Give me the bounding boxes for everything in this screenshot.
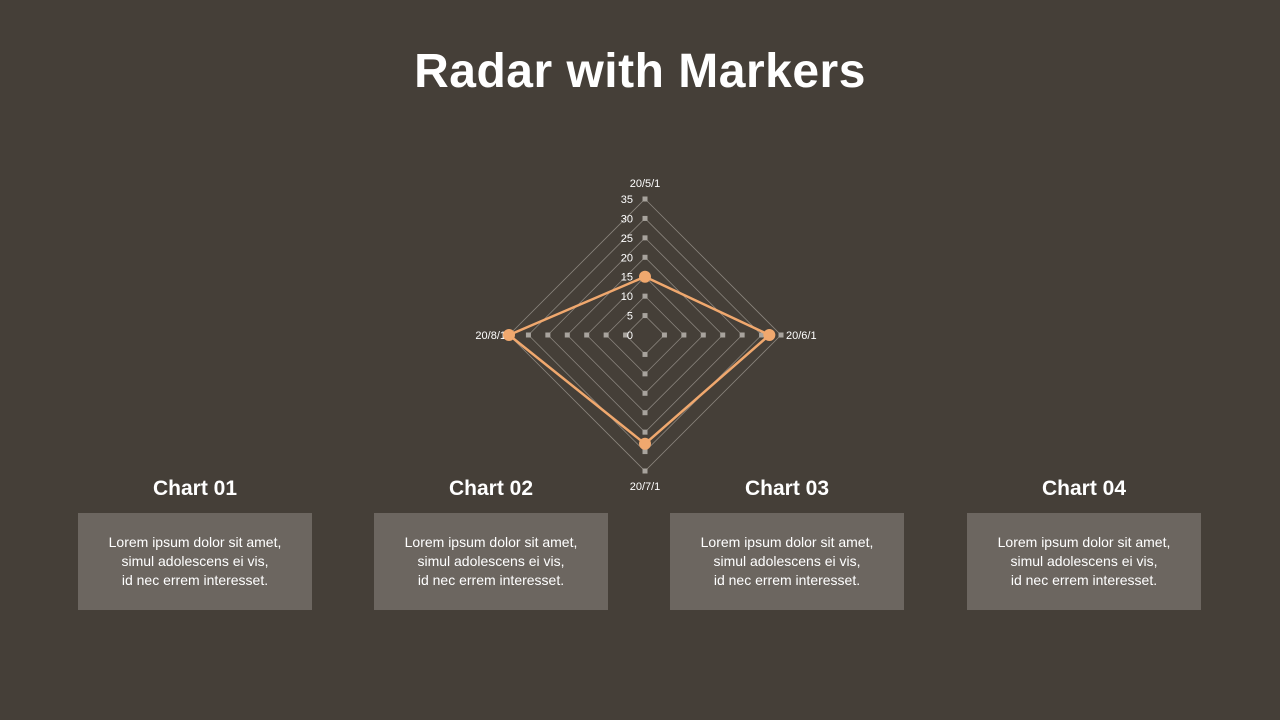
radar-tick-label: 5: [627, 311, 633, 323]
radar-tick-marker: [681, 332, 687, 338]
radar-tick-marker: [759, 332, 765, 338]
radar-tick-label: 15: [621, 272, 633, 284]
radar-category-label: 20/6/1: [786, 330, 817, 342]
slide-title: Radar with Markers: [414, 45, 866, 98]
radar-tick-marker: [642, 196, 648, 202]
radar-tick-marker: [642, 254, 648, 260]
card-title: Chart 02: [448, 477, 534, 500]
card-text-line: simul adolescens ei vis,: [713, 553, 861, 569]
card-text-box: Lorem ipsum dolor sit amet, simul adoles…: [374, 513, 608, 610]
card-title: Chart 03: [744, 477, 830, 500]
radar-tick-marker: [525, 332, 531, 338]
radar-category-label: 20/5/1: [630, 178, 661, 190]
card-text-line: id nec errem interesset.: [713, 572, 861, 588]
card-text-box: Lorem ipsum dolor sit amet, simul adoles…: [78, 513, 312, 610]
radar-tick-label: 35: [621, 194, 633, 206]
card-text-line: Lorem ipsum dolor sit amet,: [404, 534, 578, 550]
radar-tick-marker: [642, 235, 648, 241]
radar-tick-label: 25: [621, 233, 633, 245]
card-text-box: Lorem ipsum dolor sit amet, simul adoles…: [967, 513, 1201, 610]
radar-category-label: 20/8/1: [475, 330, 506, 342]
radar-tick-label: 10: [621, 291, 633, 303]
card-text-line: simul adolescens ei vis,: [417, 553, 565, 569]
radar-tick-marker: [642, 371, 648, 377]
radar-tick-label: 0: [627, 330, 633, 342]
radar-data-point: [639, 270, 651, 283]
card-text-line: Lorem ipsum dolor sit amet,: [700, 534, 874, 550]
radar-tick-marker: [642, 313, 648, 319]
radar-tick-marker: [700, 332, 706, 338]
radar-tick-marker: [739, 332, 745, 338]
card-text-line: Lorem ipsum dolor sit amet,: [108, 534, 282, 550]
radar-tick-marker: [545, 332, 551, 338]
radar-grid-ring: [605, 295, 685, 375]
radar-tick-marker: [661, 332, 667, 338]
radar-tick-label: 30: [621, 213, 633, 225]
radar-data-point: [503, 329, 515, 341]
radar-tick-marker: [564, 332, 570, 338]
radar-data-point: [639, 437, 651, 450]
radar-grid-ring: [527, 217, 763, 453]
radar-category-label: 20/7/1: [630, 481, 661, 493]
card-title: Chart 04: [1041, 477, 1127, 500]
radar-data-point: [763, 329, 776, 341]
card-text-line: Lorem ipsum dolor sit amet,: [997, 534, 1171, 550]
radar-tick-marker: [642, 410, 648, 416]
card-text-line: simul adolescens ei vis,: [1010, 553, 1158, 569]
card-title: Chart 01: [152, 477, 238, 500]
radar-tick-label: 20: [621, 252, 633, 264]
radar-tick-marker: [623, 332, 629, 338]
radar-tick-marker: [642, 293, 648, 299]
card-text-line: id nec errem interesset.: [121, 572, 269, 588]
radar-tick-marker: [642, 351, 648, 357]
radar-tick-marker: [603, 332, 609, 338]
radar-tick-marker: [642, 390, 648, 396]
radar-tick-marker: [720, 332, 726, 338]
radar-tick-marker: [642, 429, 648, 435]
radar-tick-marker: [642, 449, 648, 455]
radar-tick-marker: [642, 215, 648, 221]
radar-tick-marker: [778, 332, 784, 338]
card-text-line: id nec errem interesset.: [1010, 572, 1158, 588]
radar-tick-marker: [584, 332, 590, 338]
card-text-line: id nec errem interesset.: [417, 572, 565, 588]
card-text-line: simul adolescens ei vis,: [121, 553, 269, 569]
card-text-box: Lorem ipsum dolor sit amet, simul adoles…: [670, 513, 904, 610]
radar-tick-marker: [642, 468, 648, 474]
